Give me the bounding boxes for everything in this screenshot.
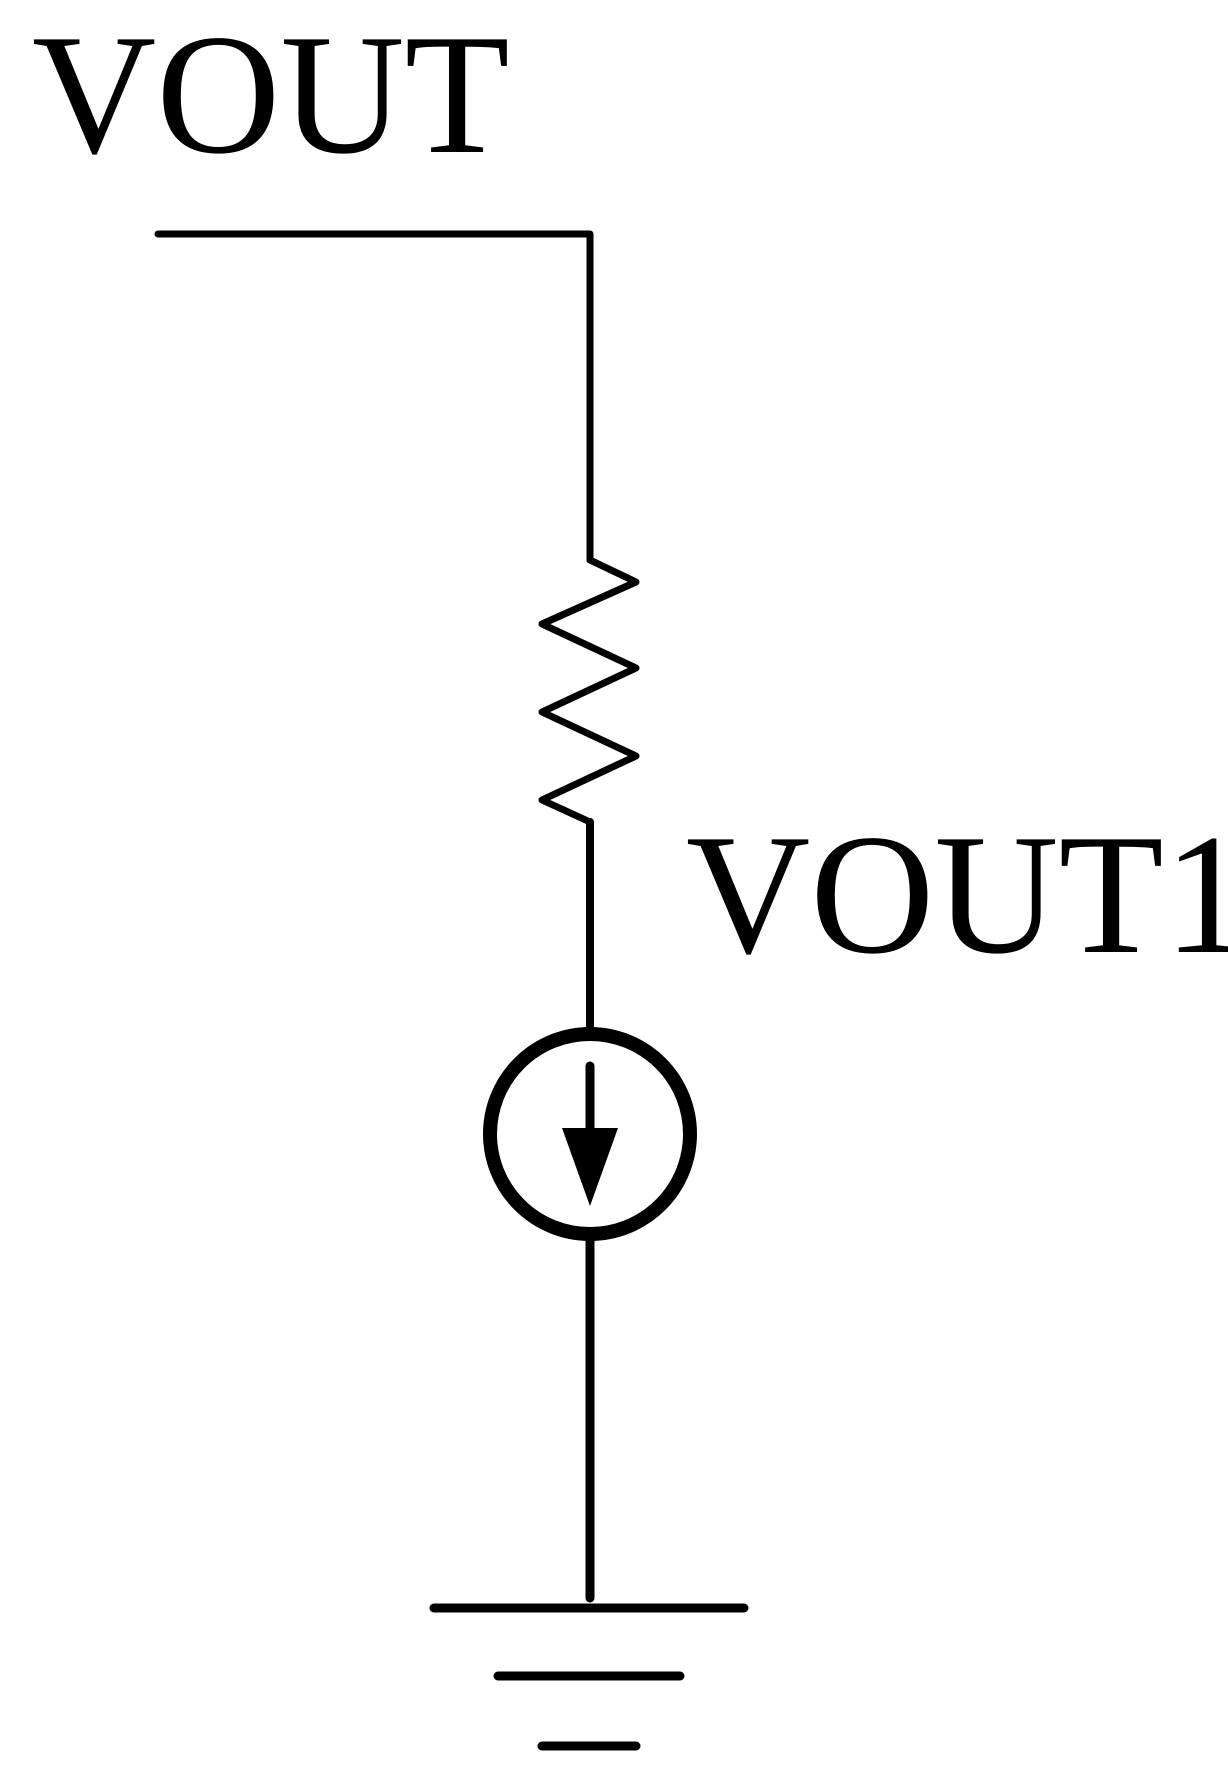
vout1-label: VOUT1 (686, 800, 1228, 990)
ground-icon (429, 1603, 749, 1751)
resistor-zigzag-icon (538, 556, 640, 826)
vout-label: VOUT (32, 0, 510, 190)
current-source-arrow-down-icon (483, 1027, 697, 1241)
vout-wire (154, 230, 594, 564)
current-source-arrow-head (562, 1128, 618, 1206)
